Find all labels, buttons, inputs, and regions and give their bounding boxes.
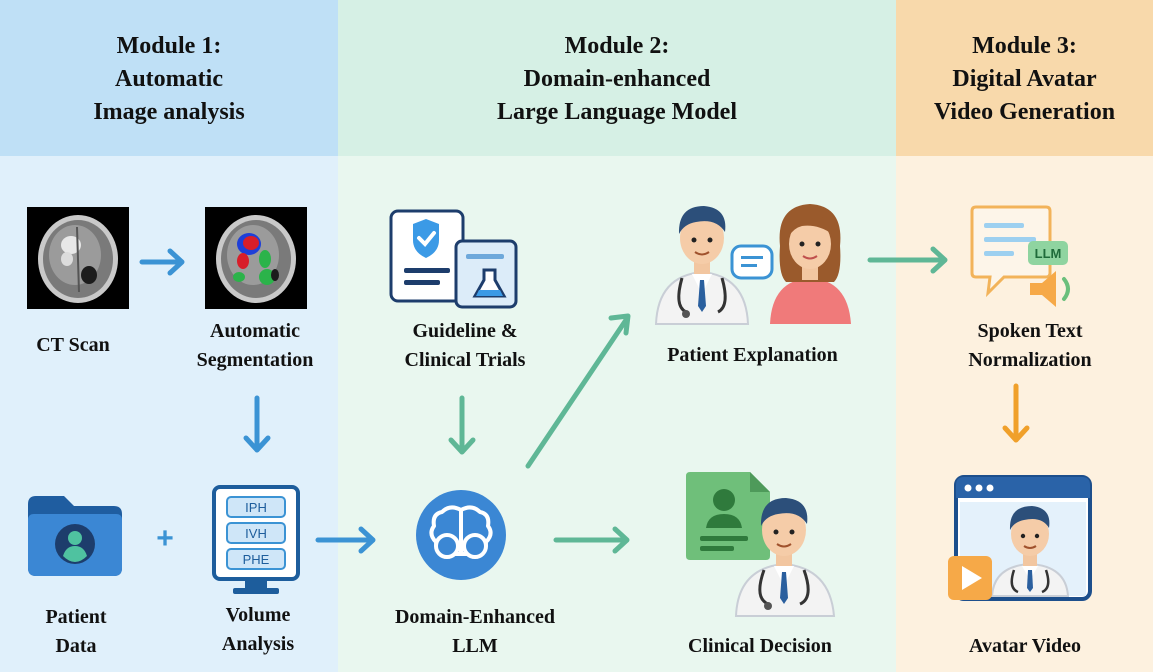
module-2-title: Module 2: Domain-enhanced Large Language…: [497, 33, 737, 125]
label-clinical-decision: Clinical Decision: [688, 635, 832, 657]
arrow-volume-to-llm: [315, 526, 376, 554]
guideline-documents-icon: [386, 208, 520, 312]
clinical-decision-icon: [684, 470, 844, 618]
label-automatic-segmentation: Automatic Segmentation: [196, 320, 314, 371]
spoken-text-bubble-icon: LLM: [964, 203, 1082, 313]
label-domain-enhanced-llm: Domain-Enhanced LLM: [394, 606, 556, 657]
avatar-video-window-icon: [946, 474, 1094, 606]
arrow-seg-to-volume: [243, 395, 271, 453]
arrow-llm-to-explanation: [525, 313, 631, 469]
module-3-header: Module 3: Digital Avatar Video Generatio…: [896, 0, 1153, 156]
label-patient-explanation: Patient Explanation: [667, 344, 838, 366]
segmentation-image: [205, 207, 307, 309]
label-guideline-clinical-trials: Guideline & Clinical Trials: [404, 320, 526, 371]
volume-analysis-monitor-icon: IPH IVH PHE: [211, 484, 301, 596]
module-3-title: Module 3: Digital Avatar Video Generatio…: [933, 33, 1116, 125]
llm-bubble-label: LLM: [1035, 246, 1062, 261]
arrow-guideline-to-llm: [448, 395, 476, 455]
arrow-spoken-to-avatar: [1002, 383, 1030, 443]
volume-label-iph: IPH: [245, 500, 267, 515]
arrow-llm-to-decision: [553, 526, 630, 554]
ct-scan-image: [27, 207, 129, 309]
arrow-explanation-to-spoken: [867, 246, 948, 274]
arrow-ct-to-seg: [139, 248, 185, 276]
label-spoken-text-normalization: Spoken Text Normalization: [968, 320, 1092, 371]
label-volume-analysis: Volume Analysis: [221, 604, 295, 655]
brain-llm-icon: [414, 488, 508, 582]
doctor-patient-icon: [652, 196, 857, 326]
plus-sign: +: [156, 522, 174, 555]
volume-label-phe: PHE: [243, 552, 270, 567]
module-1-header: Module 1: Automatic Image analysis: [0, 0, 338, 156]
patient-data-folder-icon: [26, 494, 124, 578]
module-1-title: Module 1: Automatic Image analysis: [93, 33, 245, 125]
volume-label-ivh: IVH: [245, 526, 267, 541]
label-avatar-video: Avatar Video: [968, 635, 1082, 657]
label-patient-data: Patient Data: [45, 606, 107, 657]
module-2-header: Module 2: Domain-enhanced Large Language…: [338, 0, 896, 156]
label-ct-scan: CT Scan: [36, 334, 110, 356]
